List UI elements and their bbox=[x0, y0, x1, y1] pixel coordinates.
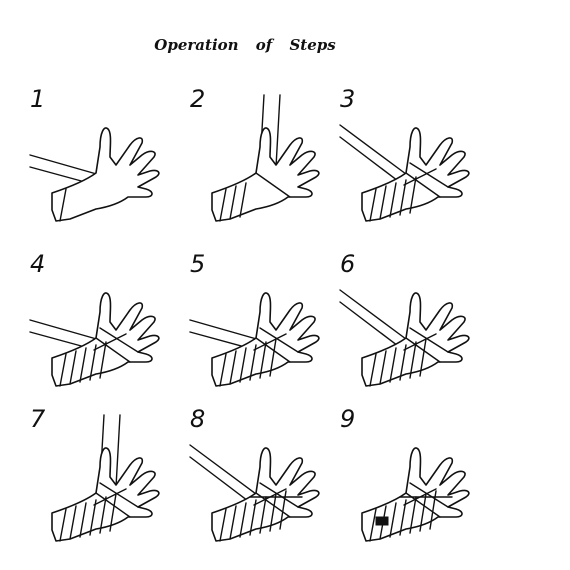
hand-illustration bbox=[51, 414, 160, 542]
step-number: 3 bbox=[340, 85, 356, 113]
hand-illustration bbox=[189, 292, 320, 387]
hand-illustration bbox=[189, 444, 320, 542]
step-5: 5 bbox=[189, 250, 350, 410]
step-7: 7 bbox=[30, 405, 190, 565]
step-8: 8 bbox=[189, 405, 350, 565]
step-6: 6 bbox=[339, 250, 500, 410]
hand-illustration bbox=[211, 94, 320, 222]
step-number: 2 bbox=[190, 85, 206, 113]
step-number: 4 bbox=[30, 250, 46, 278]
step-number: 8 bbox=[190, 405, 206, 433]
hand-illustration bbox=[361, 447, 470, 542]
step-4: 4 bbox=[29, 250, 190, 410]
step-number: 7 bbox=[30, 405, 46, 433]
step-3: 3 bbox=[339, 85, 500, 245]
step-number: 6 bbox=[340, 250, 356, 278]
step-1: 1 bbox=[29, 85, 190, 245]
step-2: 2 bbox=[190, 85, 350, 245]
hand-illustration bbox=[339, 289, 470, 387]
step-number: 5 bbox=[190, 250, 206, 278]
step-number: 9 bbox=[340, 405, 356, 433]
page-title: Operation of Steps bbox=[154, 36, 336, 54]
hand-illustration bbox=[29, 127, 160, 222]
step-number: 1 bbox=[30, 85, 46, 113]
hand-illustration bbox=[339, 124, 470, 222]
step-9: 9 bbox=[340, 405, 500, 565]
hand-illustration bbox=[29, 292, 160, 387]
